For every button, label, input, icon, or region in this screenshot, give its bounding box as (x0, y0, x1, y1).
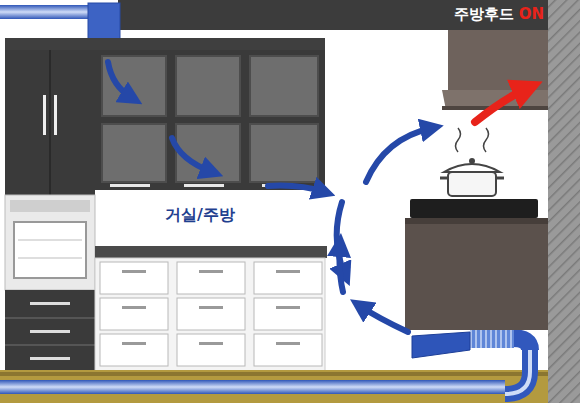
wall (548, 0, 580, 403)
drawers (100, 262, 322, 366)
duct-box (88, 3, 120, 39)
room-label: 거실/주방 (165, 205, 235, 226)
cabinet-top (5, 38, 325, 50)
hood-label: ON (519, 5, 544, 23)
countertop (95, 246, 327, 258)
base-cabinet (405, 218, 548, 330)
hood-label: 주방후드 (454, 5, 514, 24)
supply-duct (0, 5, 100, 19)
cooktop (410, 199, 538, 218)
oven (5, 195, 95, 290)
vent-outlet (412, 332, 470, 358)
drawer-cabinet (95, 258, 325, 372)
floor-duct (0, 380, 505, 394)
tall-cabinet (5, 50, 95, 195)
room-label: 거실/주방 (165, 205, 235, 226)
range-hood (448, 30, 548, 90)
flex-duct (470, 330, 514, 348)
pot (440, 128, 504, 196)
hood-status: 주방후드 ON (454, 5, 544, 24)
floor (0, 370, 548, 403)
exhaust-arrow (475, 88, 528, 122)
ceiling-bar (118, 0, 550, 30)
glass-panes (102, 56, 318, 182)
airflow-arrows (108, 62, 432, 332)
lower-tall-cabinet (5, 290, 95, 372)
glass-cabinet (95, 50, 325, 190)
duct-elbow (505, 348, 530, 394)
